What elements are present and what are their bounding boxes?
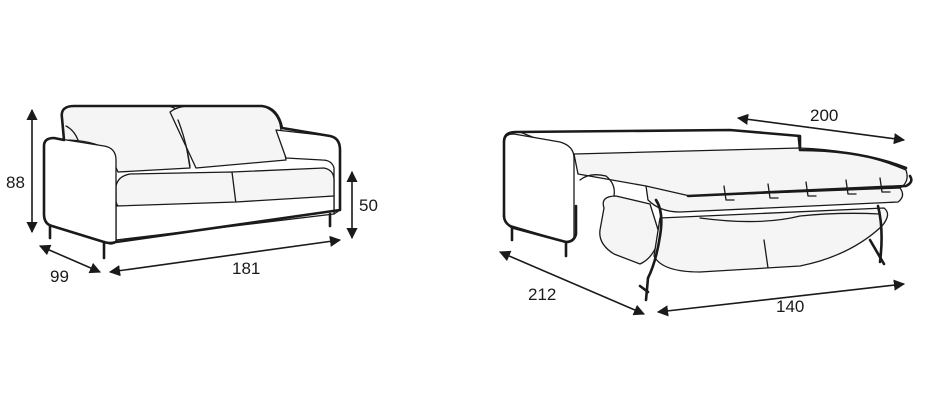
- sofa-bed-underside: [653, 207, 889, 273]
- bed-length-label: 200: [810, 106, 838, 125]
- bed-width-label: 140: [776, 297, 804, 316]
- sofa-depth-label: 99: [50, 267, 69, 286]
- sofa-back-seam: [65, 125, 79, 141]
- sofa-seat-cushion-right: [231, 167, 335, 205]
- bed-length-dimension-line: [736, 113, 906, 145]
- sofa-back-seam: [177, 119, 191, 167]
- sofa-dimensions: 88 99 181 50: [6, 108, 378, 286]
- sofa-illustration: [42, 104, 342, 260]
- sofa-bed-folded-cushion: [599, 195, 661, 265]
- sofa-bed-left-arm: [503, 133, 575, 243]
- sofa-bed-strap: [767, 183, 779, 199]
- sofa-bed-strap: [723, 185, 735, 201]
- sofa-bed-illustration: [502, 128, 913, 302]
- width-dimension-line: [108, 235, 342, 277]
- sofa-height-label: 88: [6, 173, 25, 192]
- open-depth-dimension-line: [498, 250, 646, 316]
- sofa-bed-seam: [763, 239, 769, 269]
- sofa-bed-mattress-side: [645, 185, 904, 213]
- sofa-bed-seam: [699, 212, 881, 223]
- sofa-bed-hinge: [579, 174, 615, 197]
- sofa-bed-strap: [805, 181, 817, 197]
- sofa-bed-frame-bar: [644, 198, 663, 302]
- sofa-bed-dimensions: 200 212 140: [498, 106, 906, 317]
- sofa-width-label: 181: [232, 259, 260, 278]
- sofa-bed-frame-bar: [868, 238, 886, 266]
- sofa-bed-strap: [879, 177, 891, 193]
- sofa-outline: [42, 104, 342, 245]
- bed-width-dimension-line: [656, 279, 906, 317]
- sofa-seat-height-label: 50: [359, 196, 378, 215]
- open-depth-label: 212: [528, 285, 556, 304]
- sofa-bed-strap: [845, 179, 857, 195]
- sofa-bed-frame-bar: [686, 174, 913, 198]
- depth-dimension-line: [38, 244, 102, 274]
- sofa-bed-outline: [502, 204, 578, 244]
